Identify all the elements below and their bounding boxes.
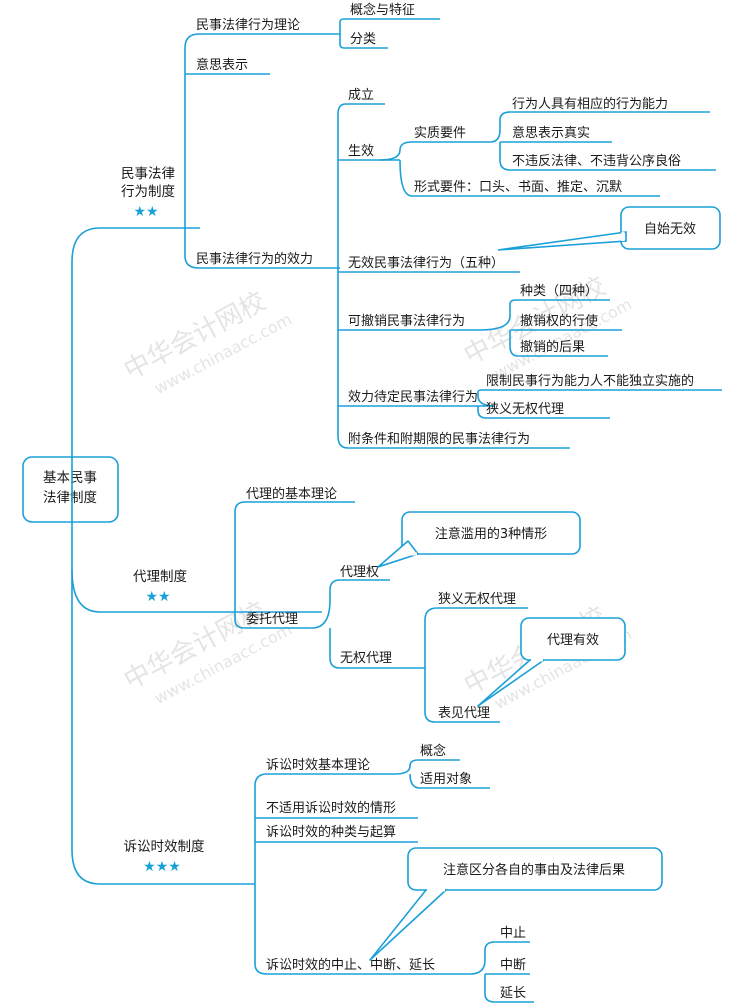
b2-stars: ★★ <box>145 589 170 605</box>
root-branch-agency <box>71 569 101 613</box>
b3-halt: 中止 <box>500 926 526 941</box>
b3-title: 诉讼时效制度 <box>124 839 205 855</box>
b1-theory-tree <box>339 18 440 49</box>
b3-suspension: 诉讼时效的中止、中断、延长 <box>266 957 435 973</box>
b3-theory-tree <box>394 759 490 789</box>
b2-entrusted-tree <box>311 579 425 669</box>
b2-abuse-callout-text: 注意滥用的3种情形 <box>435 526 547 542</box>
b1-void-callout-pointer <box>497 231 627 251</box>
b1-genuine: 意思表示真实 <box>512 125 590 141</box>
b1-title-line1: 民事法律 <box>121 166 175 182</box>
b3-concept: 概念 <box>420 743 446 759</box>
b2-title: 代理制度 <box>133 569 187 585</box>
b3-stars: ★★★ <box>143 859 181 875</box>
b1-conditional: 附条件和附期限的民事法律行为 <box>348 431 530 447</box>
b1-void-callout <box>620 206 721 250</box>
b1-unauth: 狭义无权代理 <box>486 401 564 417</box>
b1-stars: ★★ <box>133 204 158 220</box>
b1-void-callout-text: 自始无效 <box>644 222 696 237</box>
root-title-line2: 法律制度 <box>43 490 97 506</box>
b1-formal: 形式要件：口头、书面、推定、沉默 <box>414 179 622 195</box>
b3-kinds: 诉讼时效的种类与起算 <box>266 824 396 840</box>
b1-capacity: 行为人具有相应的行为能力 <box>512 96 668 112</box>
b3-tree <box>254 773 470 975</box>
b1-establish: 成立 <box>348 88 374 103</box>
b2-unauth-tree <box>424 607 528 723</box>
b2-basic: 代理的基本理论 <box>246 486 337 502</box>
b2-unauth: 无权代理 <box>340 650 392 666</box>
b1-tree <box>184 33 340 269</box>
b3-suspension-tree <box>469 941 534 1003</box>
b3-interrupt: 中断 <box>500 958 526 973</box>
b2-entrusted: 委托代理 <box>246 612 298 627</box>
b3-applicable: 适用对象 <box>420 772 472 787</box>
b3-theory: 诉讼时效基本理论 <box>266 758 370 773</box>
b1-revocable: 可撤销民事法律行为 <box>348 313 465 329</box>
b3-distinguish-callout <box>407 847 663 891</box>
b2-abuse-callout <box>401 511 581 555</box>
b1-effect: 民事法律行为的效力 <box>196 251 313 267</box>
b2-tree <box>234 501 355 629</box>
b2-abuse-callout-pointer <box>377 540 419 568</box>
b2-narrow: 狭义无权代理 <box>438 591 516 607</box>
root-node-box <box>22 456 119 523</box>
b2-valid-callout-text: 代理有效 <box>547 633 599 648</box>
b2-power: 代理权 <box>340 564 379 580</box>
b1-substantive: 实质要件 <box>414 126 466 141</box>
b1-substantive-tree <box>489 111 716 171</box>
b3-extend: 延长 <box>500 986 526 1001</box>
b1-revocable-tree <box>479 299 622 357</box>
b1-intent: 意思表示 <box>196 57 248 73</box>
b1-types: 种类（四种） <box>520 284 598 299</box>
b3-notapplicable: 不适用诉讼时效的情形 <box>266 800 396 816</box>
b3-distinguish-callout-text: 注意区分各自的事由及法律后果 <box>443 862 625 878</box>
b1-effect-tree <box>337 103 570 449</box>
b3-distinguish-callout-pointer <box>369 889 447 961</box>
b2-apparent: 表见代理 <box>438 706 490 721</box>
b1-legal: 不违反法律、不违背公序良俗 <box>512 153 681 169</box>
b2-valid-callout <box>520 617 626 661</box>
b1-valid-tree <box>379 141 660 197</box>
b1-limited: 限制民事行为能力人不能独立实施的 <box>486 373 694 389</box>
b1-exercise: 撤销权的行使 <box>520 313 598 329</box>
b1-void: 无效民事法律行为（五种） <box>348 256 504 271</box>
b1-valid: 生效 <box>348 144 374 159</box>
b1-pending-tree <box>477 389 722 419</box>
b1-concept: 概念与特征 <box>350 2 415 18</box>
b1-title-line2: 行为制度 <box>121 184 175 200</box>
b1-pending: 效力待定民事法律行为 <box>348 390 478 405</box>
root-spine <box>71 227 101 885</box>
b1-consequence: 撤销的后果 <box>520 339 585 355</box>
b1-classify: 分类 <box>350 32 376 47</box>
root-title-line1: 基本民事 <box>43 469 97 486</box>
b1-theory: 民事法律行为理论 <box>196 18 300 33</box>
